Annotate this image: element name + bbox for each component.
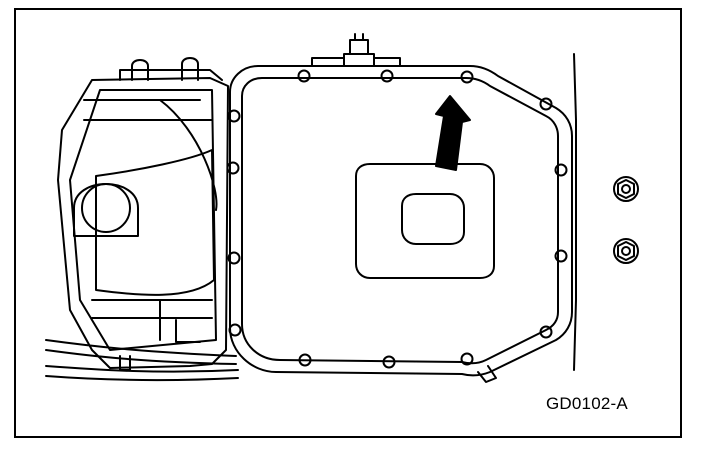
bolt-icon [226, 161, 240, 175]
bolt-icon [554, 249, 568, 263]
bolt-icon [539, 325, 553, 339]
bolt-icon [227, 251, 241, 265]
bolt-icon [298, 353, 312, 367]
bolt-icon [554, 163, 568, 177]
bolt-icon [227, 109, 241, 123]
engine-block [57, 57, 229, 369]
hex-nut-icon [613, 176, 639, 202]
bolt-icon [228, 323, 242, 337]
transmission-edge [573, 53, 577, 371]
bolt-icon [539, 97, 553, 111]
figure-id-label: GD0102-A [546, 394, 628, 413]
bolt-icon [460, 352, 474, 366]
loose-fasteners [613, 176, 639, 264]
bolt-icon [380, 69, 394, 83]
hose-lines [45, 339, 239, 382]
bolts [226, 69, 568, 369]
hex-nut-icon [613, 238, 639, 264]
arrow-indicator-icon [435, 95, 471, 171]
bolt-icon [382, 355, 396, 369]
bolt-icon [297, 69, 311, 83]
oil-pan [229, 33, 573, 383]
bolt-icon [460, 70, 474, 84]
